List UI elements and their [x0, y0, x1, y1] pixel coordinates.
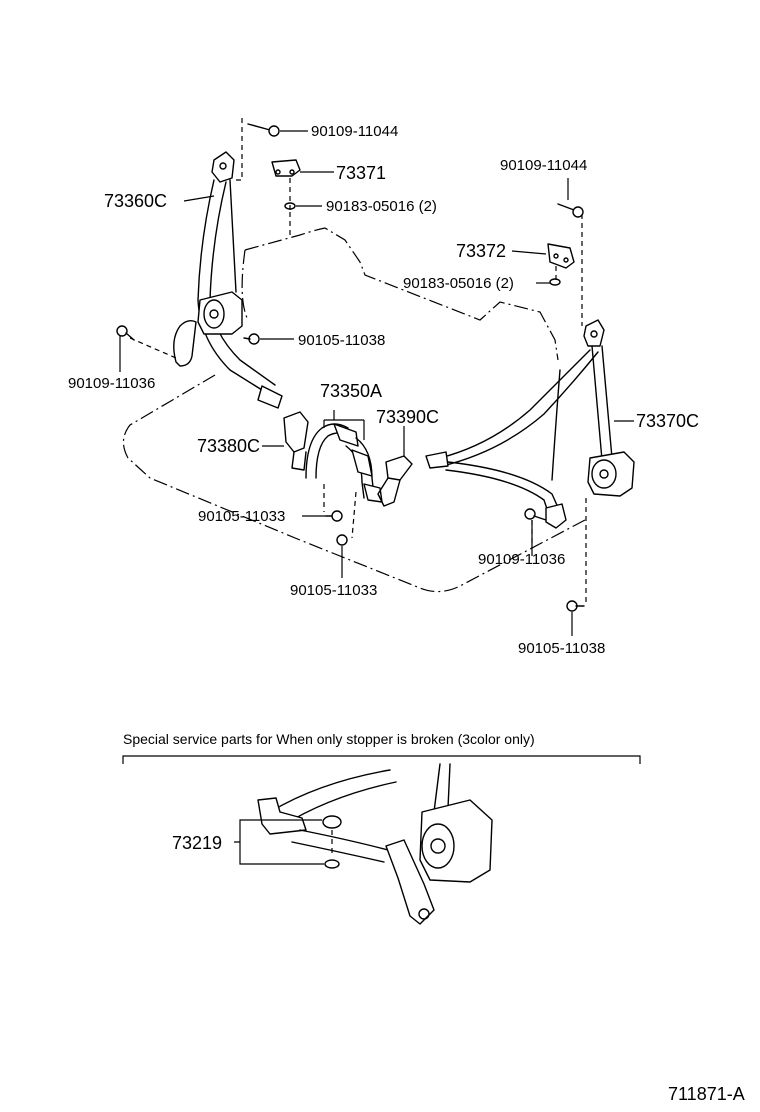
diagram-id: 711871-A — [668, 1084, 745, 1104]
left-seat-belt-assembly — [173, 151, 283, 409]
label-stopper-part: 73219 — [172, 833, 222, 853]
label-bolt-center-b: 90105-11033 — [290, 582, 377, 599]
assembly-dashed-lines — [129, 118, 587, 606]
center-buckle-assembly-73350A — [305, 423, 383, 503]
label-washer-left: 90183-05016 (2) — [326, 198, 437, 215]
label-bolt-right-retractor: 90105-11038 — [518, 640, 605, 657]
label-bolt-center-a: 90105-11033 — [198, 508, 285, 525]
service-note-text: Special service parts for When only stop… — [123, 731, 535, 747]
fasteners — [116, 123, 585, 612]
label-bolt-right-top: 90109-11044 — [500, 157, 587, 174]
label-buckle-center: 73350A — [320, 381, 382, 401]
part-labels: 90109-11044 73371 90183-05016 (2) 73360C… — [68, 123, 699, 657]
special-service-section: Special service parts for When only stop… — [122, 731, 641, 925]
cover-73371 — [271, 159, 301, 177]
label-bolt-top-left: 90109-11044 — [311, 123, 398, 140]
label-belt-right: 73370C — [636, 411, 699, 431]
label-bolt-right-anchor: 90109-11036 — [478, 551, 565, 568]
left-buckle-73380C — [283, 411, 309, 471]
stopper-detail-illustration — [257, 763, 493, 925]
rear-seat-outline — [122, 227, 586, 593]
label-cover-right: 73372 — [456, 241, 506, 261]
cover-73372 — [547, 243, 575, 269]
right-buckle-73390C — [377, 455, 413, 507]
label-washer-right: 90183-05016 (2) — [403, 275, 514, 292]
label-buckle-left: 73380C — [197, 436, 260, 456]
label-buckle-right: 73390C — [376, 407, 439, 427]
label-bolt-left-anchor: 90109-11036 — [68, 375, 155, 392]
label-belt-left: 73360C — [104, 191, 167, 211]
right-seat-belt-assembly — [425, 319, 635, 529]
label-cover-left: 73371 — [336, 163, 386, 183]
leader-lines — [119, 130, 634, 636]
label-bolt-left-retractor: 90105-11038 — [298, 332, 385, 349]
